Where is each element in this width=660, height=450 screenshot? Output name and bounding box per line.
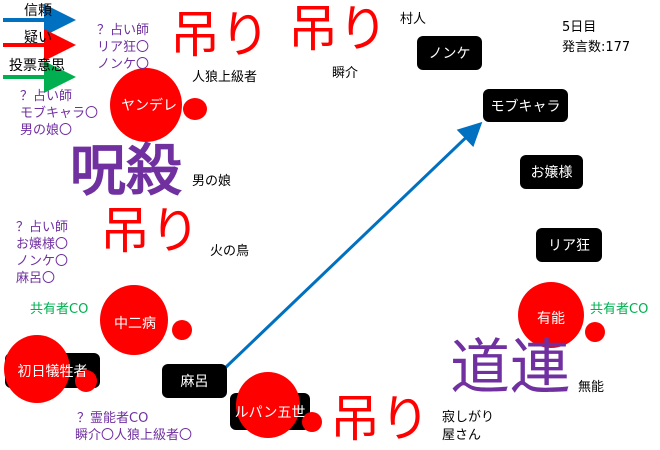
blood-splatter [236, 372, 300, 438]
curse-stamp: 呪殺 [70, 139, 182, 204]
claim-line: ？霊能者CO [77, 411, 149, 426]
legend-doubt-label: 疑い [24, 30, 52, 46]
claim-line: 麻呂〇 [16, 271, 56, 286]
label-hinotori: 火の鳥 [210, 244, 250, 259]
blood-splatter [75, 370, 97, 392]
label-shunsuke: 瞬介 [332, 66, 359, 81]
label-sabishigari-1: 寂しがり [442, 410, 495, 425]
label-sabishigari-2: 屋さん [442, 428, 482, 443]
claim-left: ？占い師 お嬢様〇 ノンケ〇 麻呂〇 [16, 219, 68, 287]
hang-stamp: 吊り [330, 390, 430, 448]
claim-line: ？占い師 [20, 89, 73, 104]
claim-line: モブキャラ〇 [20, 106, 99, 121]
legend-vote-label: 投票意思 [9, 58, 65, 74]
claim-line: ？占い師 [16, 220, 69, 235]
label-murabito: 村人 [400, 12, 427, 27]
node-mob[interactable]: モブキャラ [483, 89, 568, 122]
node-maro[interactable]: 麻呂 [162, 364, 227, 398]
hang-stamp: 吊り [170, 6, 270, 64]
node-ojousama[interactable]: お嬢様 [520, 155, 583, 189]
blood-splatter [100, 285, 168, 355]
claim-line: リア狂〇 [97, 40, 150, 55]
label-otokonoko: 男の娘 [192, 174, 232, 189]
michizure-stamp: 道連 [450, 333, 570, 403]
legend-trust-label: 信頼 [24, 3, 52, 19]
post-count: 発言数:177 [562, 40, 631, 55]
blood-splatter [585, 322, 605, 342]
claim-line: ？占い師 [97, 23, 150, 38]
blood-splatter [172, 320, 192, 340]
node-yuunou[interactable]: 有能 [537, 311, 565, 327]
node-riakyou[interactable]: リア狂 [536, 228, 602, 262]
trust-arrow-maro-mob [223, 121, 483, 370]
claim-line: 男の娘〇 [20, 123, 73, 138]
claim-line: お嬢様〇 [16, 237, 69, 252]
claim-medium: ？霊能者CO 瞬介〇人狼上級者〇 [75, 410, 192, 444]
blood-splatter [302, 412, 322, 432]
node-shonichi[interactable]: 初日犠牲者 [17, 363, 88, 380]
hang-stamp: 吊り [100, 202, 200, 260]
node-yandere[interactable]: ヤンデレ [121, 98, 177, 114]
claim-top: ？占い師 リア狂〇 ノンケ〇 [97, 22, 149, 73]
blood-splatter [518, 282, 584, 348]
blood-splatter [183, 98, 207, 120]
claim-line: ノンケ〇 [16, 254, 69, 269]
node-nonke[interactable]: ノンケ [417, 36, 482, 70]
hang-stamp: 吊り [288, 0, 388, 58]
claim-line: ノンケ〇 [97, 57, 150, 72]
claim-chuuni-co: 共有者CO [30, 302, 89, 317]
day-counter: 5日目 [562, 20, 597, 35]
blood-splatter [110, 68, 182, 142]
label-jinrou: 人狼上級者 [192, 70, 258, 85]
claim-yandere: ？占い師 モブキャラ〇 男の娘〇 [20, 88, 98, 139]
node-lupin[interactable]: ルパン五世 [234, 404, 306, 421]
blood-splatter [4, 335, 70, 403]
claim-line: 瞬介〇人狼上級者〇 [75, 428, 193, 443]
node-chuunibyou[interactable]: 中二病 [114, 315, 156, 332]
label-munou: 無能 [578, 380, 605, 395]
claim-yuunou-co: 共有者CO [590, 302, 649, 317]
